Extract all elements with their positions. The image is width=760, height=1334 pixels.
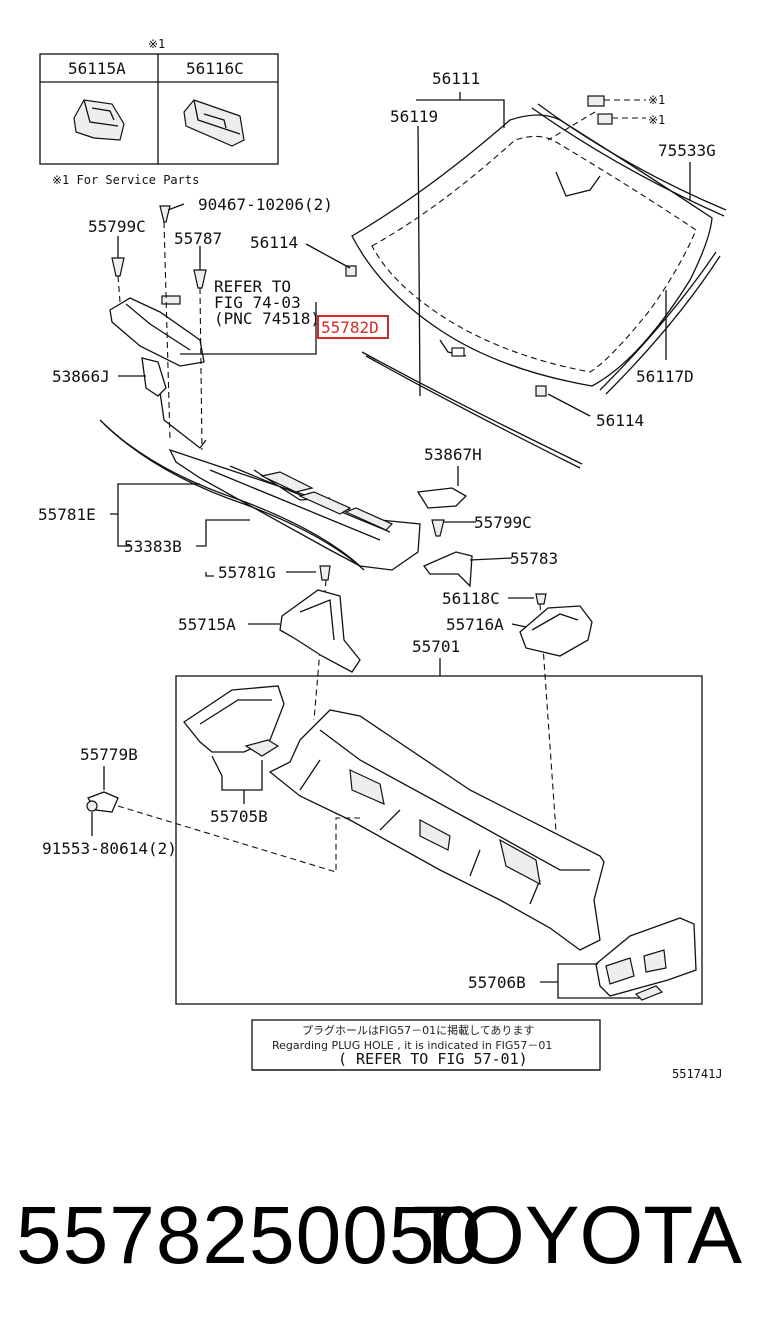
cover-55783 [422,551,473,588]
label-55799C-mid: 55799C [474,513,532,532]
label-55787: 55787 [174,229,222,248]
figure-code: 551741J [672,1067,723,1081]
label-53866J: 53866J [52,367,110,386]
cover-53867H [416,487,468,509]
label-90467: 90467-10206(2) [198,195,333,214]
refer-line-1: REFER TO [214,277,291,296]
footer-part-number: 5578250050 [16,1190,483,1281]
brace-55715A [279,589,361,673]
plug-note-line-1: プラグホールはFIG57－01に掲載してあります [302,1023,534,1037]
label-75533G: 75533G [658,141,716,160]
highlight-box [317,315,389,339]
label-55779B: 55779B [80,745,138,764]
service-parts-table: ※1 56115A 56116C ※1 For Service Parts [39,37,279,187]
label-56119: 56119 [390,107,438,126]
label-56114-bottom: 56114 [596,411,644,430]
bracket-55705B [183,685,285,757]
label-55781E: 55781E [38,505,96,524]
label-53383B: 53383B [124,537,182,556]
dash-panel-55701 [268,709,605,951]
label-56111: 56111 [432,69,480,88]
callout-labels: 56111 56119 75533G ※1 ※1 90467-10206(2) … [38,69,716,992]
clip-56115A-drawing [73,99,125,141]
cover-53866J [141,357,167,397]
bracket-55782D [109,295,205,367]
clip-56116C-drawing [183,99,245,147]
label-55701: 55701 [412,637,460,656]
label-55705B: 55705B [210,807,268,826]
dash-panel-box [175,675,703,1005]
label-55706B: 55706B [468,973,526,992]
bracket-55706B [595,917,697,1001]
refer-line-3: (PNC 74518) [214,309,320,328]
label-55781G: 55781G [218,563,276,582]
service-marker: ※1 [148,37,165,51]
clip-icon [111,205,547,605]
label-55715A: 55715A [178,615,236,634]
label-service-mark-a: ※1 [648,93,665,107]
cowl-top-ventilator-louvers [149,385,421,571]
service-col2-label: 56116C [186,59,244,78]
label-55799C-top: 55799C [88,217,146,236]
footer-brand: TOYOTA [412,1190,742,1281]
footer: 5578250050 TOYOTA [0,1186,760,1286]
label-55716A: 55716A [446,615,504,634]
label-55782D[interactable]: 55782D [321,318,379,337]
label-56117D: 56117D [636,367,694,386]
plug-note-line-2: Regarding PLUG HOLE , it is indicated in… [272,1039,552,1052]
brace-55716A [519,605,593,657]
plug-hole-note: プラグホールはFIG57－01に掲載してあります Regarding PLUG … [251,1019,601,1071]
bracket-55779B [86,791,119,813]
label-55783: 55783 [510,549,558,568]
molding-75533G [531,107,725,217]
refer-line-2: FIG 74-03 [214,293,301,312]
windshield-glass [351,114,713,387]
plug-note-line-3: ( REFER TO FIG 57-01) [338,1050,528,1068]
molding-56119 [361,351,583,465]
label-53867H: 53867H [424,445,482,464]
service-col1-label: 56115A [68,59,126,78]
label-service-mark-b: ※1 [648,113,665,127]
label-91553: 91553-80614(2) [42,839,177,858]
clip-icon [345,95,613,397]
service-footnote: ※1 For Service Parts [52,173,199,187]
label-56118C: 56118C [442,589,500,608]
label-56114-top: 56114 [250,233,298,252]
molding-56117D [599,251,717,391]
